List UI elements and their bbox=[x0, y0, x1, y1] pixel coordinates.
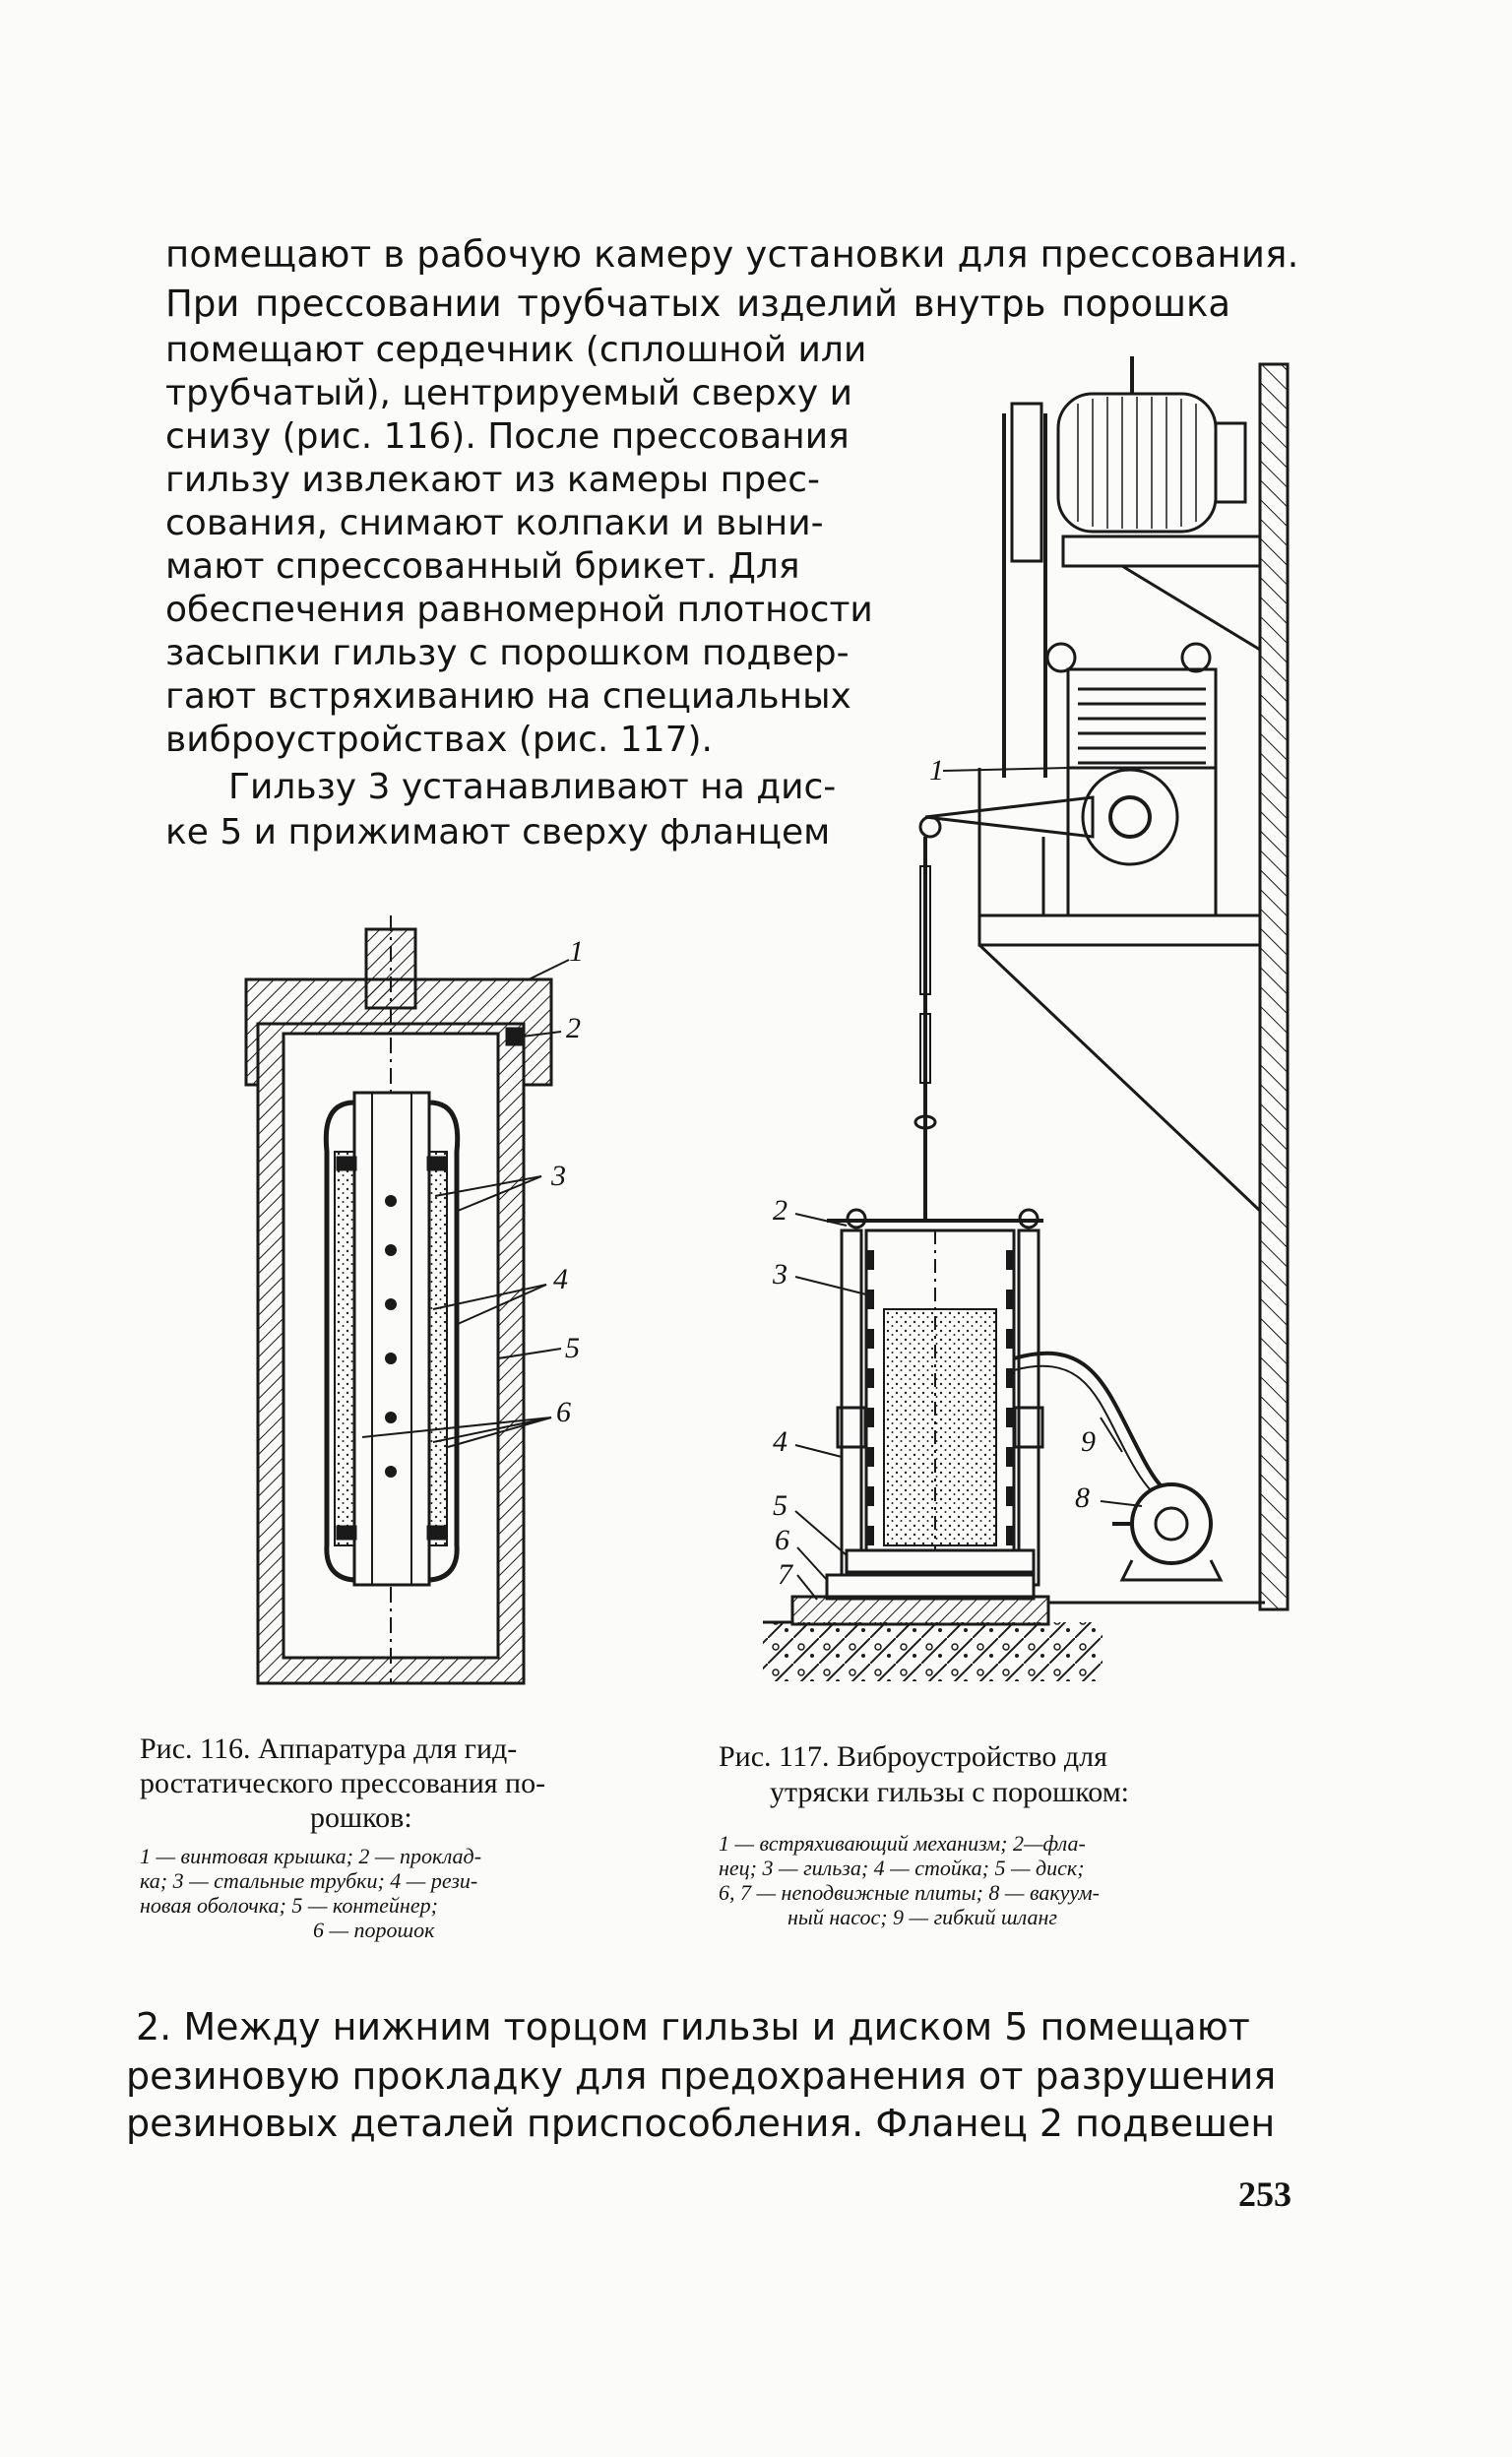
text-line: гают встряхиванию на специальных bbox=[165, 676, 851, 717]
fig117-label: 8 bbox=[1075, 1481, 1090, 1514]
text-line: 2. Между нижним торцом гильзы и диском 5… bbox=[136, 2005, 1250, 2048]
fig117-legend: ный насос; 9 — гибкий шланг bbox=[788, 1905, 1058, 1929]
text-line: засыпки гильзу с порошком подвер- bbox=[165, 633, 850, 673]
fig117-label: 2 bbox=[773, 1194, 788, 1227]
fig116-caption: ростатического прессования по- bbox=[140, 1767, 546, 1799]
fig116-legend: ка; 3 — стальные трубки; 4 — рези- bbox=[140, 1868, 478, 1893]
text-line: При прессовании трубчатых изделий внутрь… bbox=[165, 283, 1231, 325]
fig117-legend: 1 — встряхивающий механизм; 2—фла- bbox=[719, 1831, 1086, 1856]
text-line: снизу (рис. 116). После прессования bbox=[165, 416, 850, 457]
page-number: 253 bbox=[1238, 2174, 1292, 2214]
text-line: мают спрессованный брикет. Для bbox=[165, 546, 800, 587]
fig116-legend: 6 — порошок bbox=[313, 1918, 435, 1942]
text-line: сования, снимают колпаки и выни- bbox=[165, 503, 824, 543]
fig117-label: 4 bbox=[773, 1425, 788, 1458]
fig116-label: 5 bbox=[565, 1332, 580, 1364]
text-line: помещают в рабочую камеру установки для … bbox=[165, 233, 1299, 276]
fig116-label: 4 bbox=[553, 1263, 568, 1295]
fig117-caption: утряски гильзы с порошком: bbox=[770, 1776, 1130, 1808]
figure-116-drawing bbox=[244, 915, 570, 1685]
fig117-label: 3 bbox=[773, 1258, 788, 1291]
fig117-label: 9 bbox=[1081, 1425, 1096, 1458]
text-line: гильзу извлекают из камеры прес- bbox=[165, 460, 820, 500]
fig117-label: 7 bbox=[778, 1558, 792, 1591]
fig117-legend: 6, 7 — неподвижные плиты; 8 — вакуум- bbox=[719, 1880, 1100, 1905]
fig116-label: 6 bbox=[556, 1396, 571, 1428]
text-line: помещают сердечник (сплошной или bbox=[165, 330, 867, 370]
fig117-legend: нец; 3 — гильза; 4 — стойка; 5 — диск; bbox=[719, 1856, 1085, 1880]
fig117-label: 6 bbox=[775, 1524, 789, 1556]
fig116-caption: рошков: bbox=[310, 1801, 412, 1834]
figure-117-drawing bbox=[763, 356, 1290, 1681]
text-line: трубчатый), центрируемый сверху и bbox=[165, 373, 852, 413]
fig116-legend: новая оболочка; 5 — контейнер; bbox=[140, 1893, 438, 1918]
text-line: ке 5 и прижимают сверху фланцем bbox=[165, 812, 831, 852]
fig116-label: 1 bbox=[569, 935, 584, 968]
fig117-label: 1 bbox=[929, 754, 944, 787]
text-line: виброустройствах (рис. 117). bbox=[165, 720, 713, 760]
text-line: резиновую прокладку для предохранения от… bbox=[126, 2054, 1277, 2098]
fig116-label: 2 bbox=[566, 1012, 581, 1044]
fig116-caption: Рис. 116. Аппаратура для гид- bbox=[140, 1732, 518, 1765]
fig116-legend: 1 — винтовая крышка; 2 — проклад- bbox=[140, 1844, 482, 1868]
text-line: Гильзу 3 устанавливают на дис- bbox=[228, 767, 837, 807]
text-line: обеспечения равномерной плотности bbox=[165, 590, 873, 630]
fig117-label: 5 bbox=[773, 1489, 788, 1522]
text-line: резиновых деталей приспособления. Фланец… bbox=[126, 2102, 1276, 2145]
fig116-label: 3 bbox=[551, 1160, 566, 1192]
fig117-caption: Рис. 117. Виброустройство для bbox=[719, 1740, 1107, 1773]
